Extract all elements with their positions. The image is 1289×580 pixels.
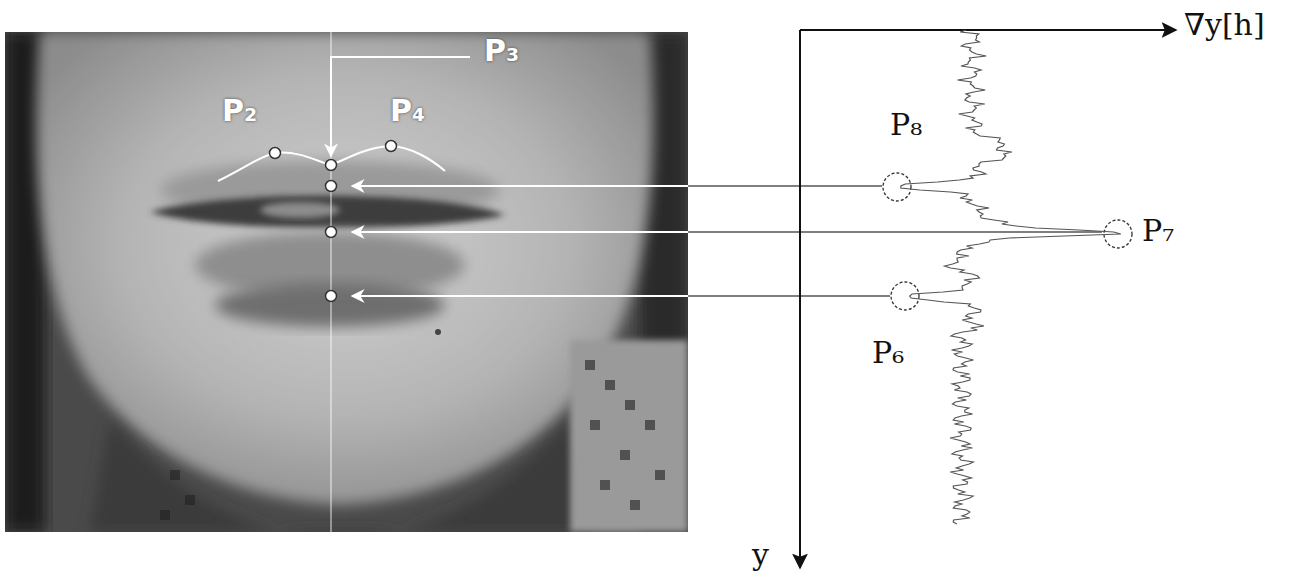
teeth [260,202,340,218]
y-axis [799,30,801,568]
point-label: P₃ [484,36,519,66]
mouth-opening [150,196,505,228]
leader-line [352,295,688,297]
peak-label: P₈ [890,110,922,140]
point-label: P₄ [390,96,425,126]
gradient-profile [901,30,1121,524]
skin-mark [435,329,441,335]
lip-shadow [215,283,445,327]
point-label: P₂ [222,96,257,126]
leader-line [352,185,688,187]
leader-line [688,295,890,297]
leader-line [331,57,470,156]
leader-line [688,231,1102,233]
collar [570,340,688,532]
leader-line [352,231,688,233]
feature-points [270,141,397,302]
peak-label: P₇ [1142,216,1174,246]
peak-label: P₆ [872,338,904,368]
axis-label: y [752,540,769,570]
peak-marker [883,173,1132,310]
axis-label: ∇y[h] [1184,10,1265,40]
neck-shadow [90,420,600,532]
leader-line [688,185,882,187]
gradient-axis [800,29,1176,31]
collar-pattern [160,360,665,520]
